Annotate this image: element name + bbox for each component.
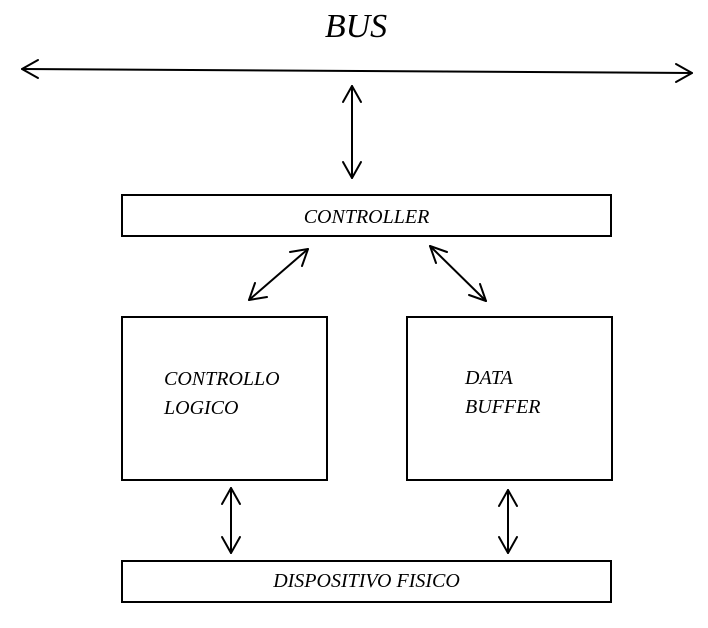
controllo-logico-label-line2: LOGICO bbox=[164, 397, 239, 419]
controller-box bbox=[121, 194, 612, 237]
bus-controller-arrow bbox=[342, 85, 362, 179]
data-buffer-label-line1: DATA bbox=[465, 367, 513, 389]
data-buffer-label-line2: BUFFER bbox=[465, 396, 541, 418]
bus-line bbox=[21, 59, 693, 83]
controller-controllo-arrow bbox=[248, 248, 309, 301]
controllo-logico-box bbox=[121, 316, 328, 481]
dispositivo-fisico-box bbox=[121, 560, 612, 603]
controller-buffer-arrow bbox=[429, 245, 487, 302]
controllo-device-arrow bbox=[221, 487, 241, 554]
bus-label: BUS bbox=[324, 8, 388, 45]
buffer-device-arrow bbox=[498, 489, 518, 554]
controller-label: CONTROLLER bbox=[303, 206, 430, 228]
data-buffer-box bbox=[406, 316, 613, 481]
dispositivo-fisico-label: DISPOSITIVO FISICO bbox=[273, 570, 460, 592]
controllo-logico-label-line1: CONTROLLO bbox=[164, 368, 280, 390]
